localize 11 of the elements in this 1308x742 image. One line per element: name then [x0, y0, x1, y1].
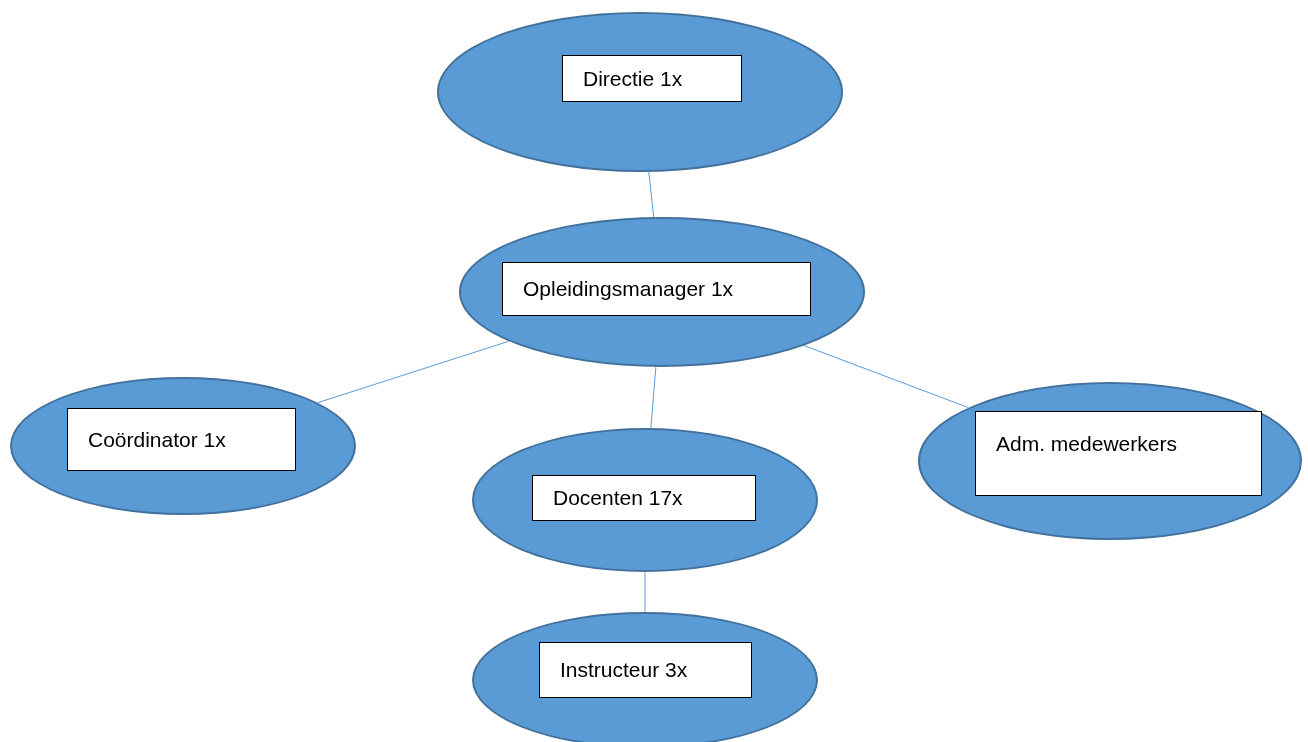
connector-line	[648, 171, 655, 218]
connector-line	[317, 340, 510, 404]
text-box: Instructeur 3x	[539, 642, 752, 698]
connector-line	[650, 366, 657, 429]
connector-line	[644, 571, 646, 613]
text-box: Coördinator 1x	[67, 408, 296, 471]
connector-line	[803, 345, 969, 409]
text-box: Directie 1x	[562, 55, 742, 102]
text-box: Adm. medewerkers	[975, 411, 1262, 496]
text-box: Docenten 17x	[532, 475, 756, 521]
text-box: Opleidingsmanager 1x	[502, 262, 811, 316]
